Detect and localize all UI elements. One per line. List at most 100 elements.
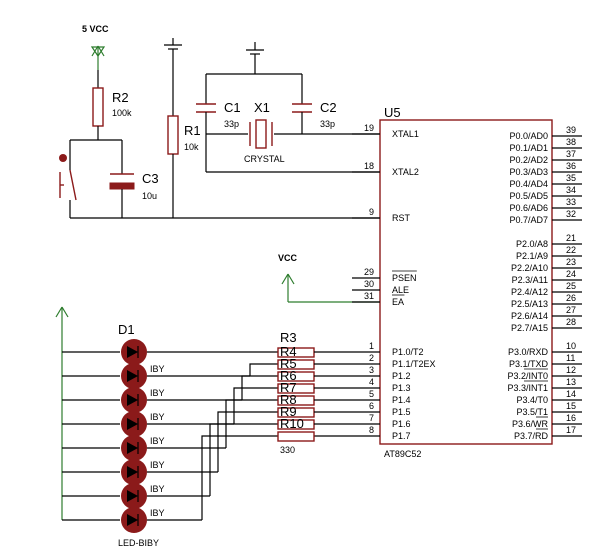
- d1-part-label: LED-BIBY: [118, 538, 159, 548]
- svg-text:4: 4: [369, 377, 374, 387]
- ground-symbol-crystal: [246, 42, 264, 55]
- svg-text:P3.4/T0: P3.4/T0: [516, 395, 548, 405]
- resistor-r6: R6: [277, 368, 352, 383]
- svg-text:R6: R6: [280, 368, 297, 383]
- svg-text:P2.1/A9: P2.1/A9: [516, 251, 548, 261]
- svg-text:14: 14: [566, 389, 576, 399]
- svg-text:33: 33: [566, 197, 576, 207]
- svg-text:P1.1/T2EX: P1.1/T2EX: [392, 359, 436, 369]
- svg-text:CRYSTAL: CRYSTAL: [244, 154, 285, 164]
- resistor-pack-r3: R3 330: [280, 330, 297, 455]
- svg-text:9: 9: [369, 207, 374, 217]
- pin-5: 5P1.4: [352, 389, 411, 405]
- svg-text:29: 29: [364, 267, 374, 277]
- svg-text:P0.2/AD2: P0.2/AD2: [509, 155, 548, 165]
- svg-text:2: 2: [369, 353, 374, 363]
- svg-text:16: 16: [566, 413, 576, 423]
- resistor-r4: R4: [277, 344, 352, 359]
- svg-text:P0.4/AD4: P0.4/AD4: [509, 179, 548, 189]
- resistor-r9: R9: [277, 404, 352, 419]
- svg-text:R1: R1: [184, 123, 201, 138]
- svg-text:R3: R3: [280, 330, 297, 345]
- svg-text:26: 26: [566, 293, 576, 303]
- svg-text:3: 3: [369, 365, 374, 375]
- svg-text:IBY: IBY: [150, 364, 165, 374]
- svg-text:5: 5: [369, 389, 374, 399]
- svg-text:P1.5: P1.5: [392, 407, 411, 417]
- resistor-r2: R2 100k: [92, 87, 132, 127]
- svg-text:P1.0/T2: P1.0/T2: [392, 347, 424, 357]
- svg-text:38: 38: [566, 137, 576, 147]
- capacitor-c2: C2 33p: [292, 100, 337, 129]
- svg-text:P1.7: P1.7: [392, 431, 411, 441]
- svg-text:P2.0/A8: P2.0/A8: [516, 239, 548, 249]
- svg-text:XTAL1: XTAL1: [392, 129, 419, 139]
- svg-text:28: 28: [566, 317, 576, 327]
- pin-4: 4P1.3: [352, 377, 411, 393]
- svg-text:EA: EA: [392, 297, 404, 307]
- pin-2: 2P1.1/T2EX: [352, 353, 436, 369]
- svg-text:XTAL2: XTAL2: [392, 167, 419, 177]
- svg-text:P2.2/A10: P2.2/A10: [511, 263, 548, 273]
- svg-text:32: 32: [566, 209, 576, 219]
- led-2: IBY: [62, 363, 278, 398]
- svg-text:P0.1/AD1: P0.1/AD1: [509, 143, 548, 153]
- capacitor-c3: C3 10u: [109, 140, 159, 218]
- svg-text:R9: R9: [280, 404, 297, 419]
- svg-text:P3.1/TXD: P3.1/TXD: [509, 359, 549, 369]
- svg-text:P0.6/AD6: P0.6/AD6: [509, 203, 548, 213]
- svg-text:10u: 10u: [142, 191, 157, 201]
- svg-text:17: 17: [566, 425, 576, 435]
- resistor-r5: R5: [277, 356, 352, 371]
- svg-text:P2.5/A13: P2.5/A13: [511, 299, 548, 309]
- svg-text:P3.6/WR: P3.6/WR: [512, 419, 549, 429]
- svg-text:P3.5/T1: P3.5/T1: [516, 407, 548, 417]
- svg-text:P1.2: P1.2: [392, 371, 411, 381]
- svg-text:R5: R5: [280, 356, 297, 371]
- svg-text:P2.7/A15: P2.7/A15: [511, 323, 548, 333]
- svg-text:24: 24: [566, 269, 576, 279]
- led-8: [62, 435, 278, 533]
- resistor-r7: R7: [277, 380, 352, 395]
- svg-text:330: 330: [280, 445, 295, 455]
- pin-1: 1P1.0/T2: [352, 341, 424, 357]
- svg-text:P1.3: P1.3: [392, 383, 411, 393]
- pin-7: 7P1.6: [352, 413, 411, 429]
- svg-text:22: 22: [566, 245, 576, 255]
- svg-text:P0.5/AD5: P0.5/AD5: [509, 191, 548, 201]
- capacitor-c1: C1 33p: [196, 100, 241, 129]
- crystal-x1: X1 CRYSTAL: [244, 100, 285, 164]
- d1-label: D1: [118, 322, 135, 337]
- svg-text:100k: 100k: [112, 108, 132, 118]
- led-4: IBY: [62, 387, 278, 446]
- svg-text:PSEN: PSEN: [392, 273, 417, 283]
- svg-text:P0.0/AD0: P0.0/AD0: [509, 131, 548, 141]
- svg-text:X1: X1: [254, 100, 270, 115]
- svg-text:ALE: ALE: [392, 285, 409, 295]
- svg-text:7: 7: [369, 413, 374, 423]
- svg-text:33p: 33p: [320, 119, 335, 129]
- pin-6: 6P1.5: [352, 401, 411, 417]
- svg-text:P3.0/RXD: P3.0/RXD: [508, 347, 549, 357]
- svg-text:IBY: IBY: [150, 508, 165, 518]
- svg-text:R8: R8: [280, 392, 297, 407]
- vcc-label: VCC: [278, 253, 298, 263]
